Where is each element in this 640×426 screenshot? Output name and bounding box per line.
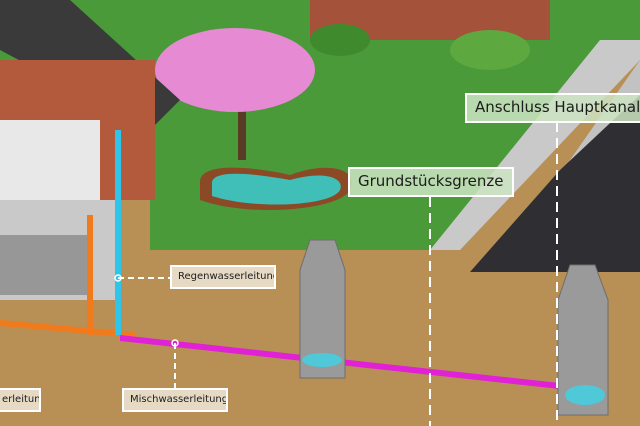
road [470, 95, 640, 272]
wastewater-pipe [0, 320, 135, 338]
shaft-water [302, 353, 342, 367]
plants [310, 24, 370, 56]
wastewater-pipe-vertical [87, 215, 93, 335]
label-main-sewer: Anschluss Hauptkanal [465, 93, 640, 123]
inspection-shaft [299, 239, 346, 379]
rainwater-pipe [115, 130, 121, 335]
shaft-water [565, 385, 605, 405]
label-rainwater-pipe: Regenwasserleitung [170, 265, 276, 289]
rainwater-marker [114, 274, 122, 282]
label-property-line: Grundstücksgrenze [348, 167, 514, 197]
blossom-tree [155, 28, 315, 112]
combined-pipe [120, 335, 578, 391]
label-wastewater-pipe: erleitung [0, 388, 41, 412]
room [0, 120, 100, 210]
basement-floor-tiles [0, 235, 90, 295]
combined-marker [171, 339, 179, 347]
sidewalk [430, 40, 640, 250]
plants [450, 30, 530, 70]
label-combined-pipe: Mischwasserleitung [122, 388, 228, 412]
pond [212, 173, 341, 205]
tree-trunk [238, 90, 246, 160]
